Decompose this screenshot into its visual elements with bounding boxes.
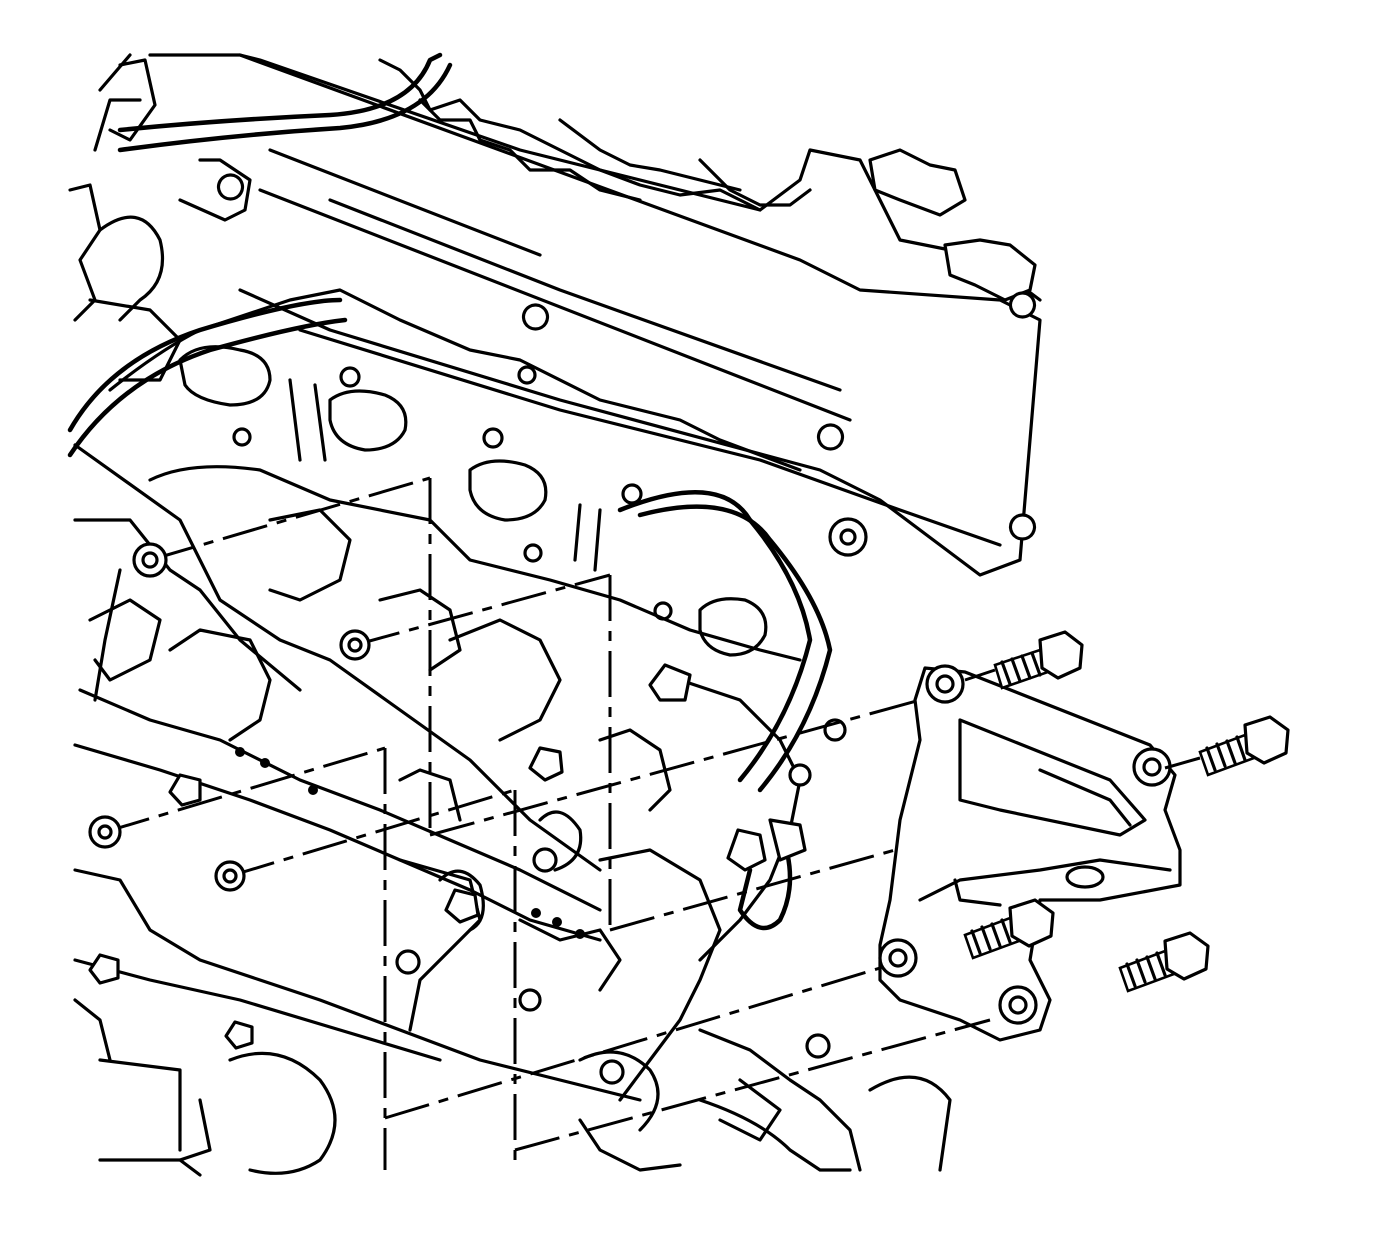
bracket-bolt-4	[1118, 931, 1210, 993]
mounting-holes	[88, 542, 371, 892]
bracket-bolt-2	[1198, 715, 1290, 777]
wire-harness	[67, 52, 833, 793]
bracket-bolt-1	[993, 630, 1084, 690]
engine-block	[68, 183, 952, 1177]
bracket-bolt-3	[963, 898, 1055, 960]
engine-mount-bracket	[878, 664, 1182, 1042]
alignment-lines	[104, 476, 1201, 1170]
exhaust-manifold-gasket-ports	[108, 288, 802, 662]
cylinder-head	[93, 53, 1042, 577]
ground-strap	[737, 818, 807, 931]
